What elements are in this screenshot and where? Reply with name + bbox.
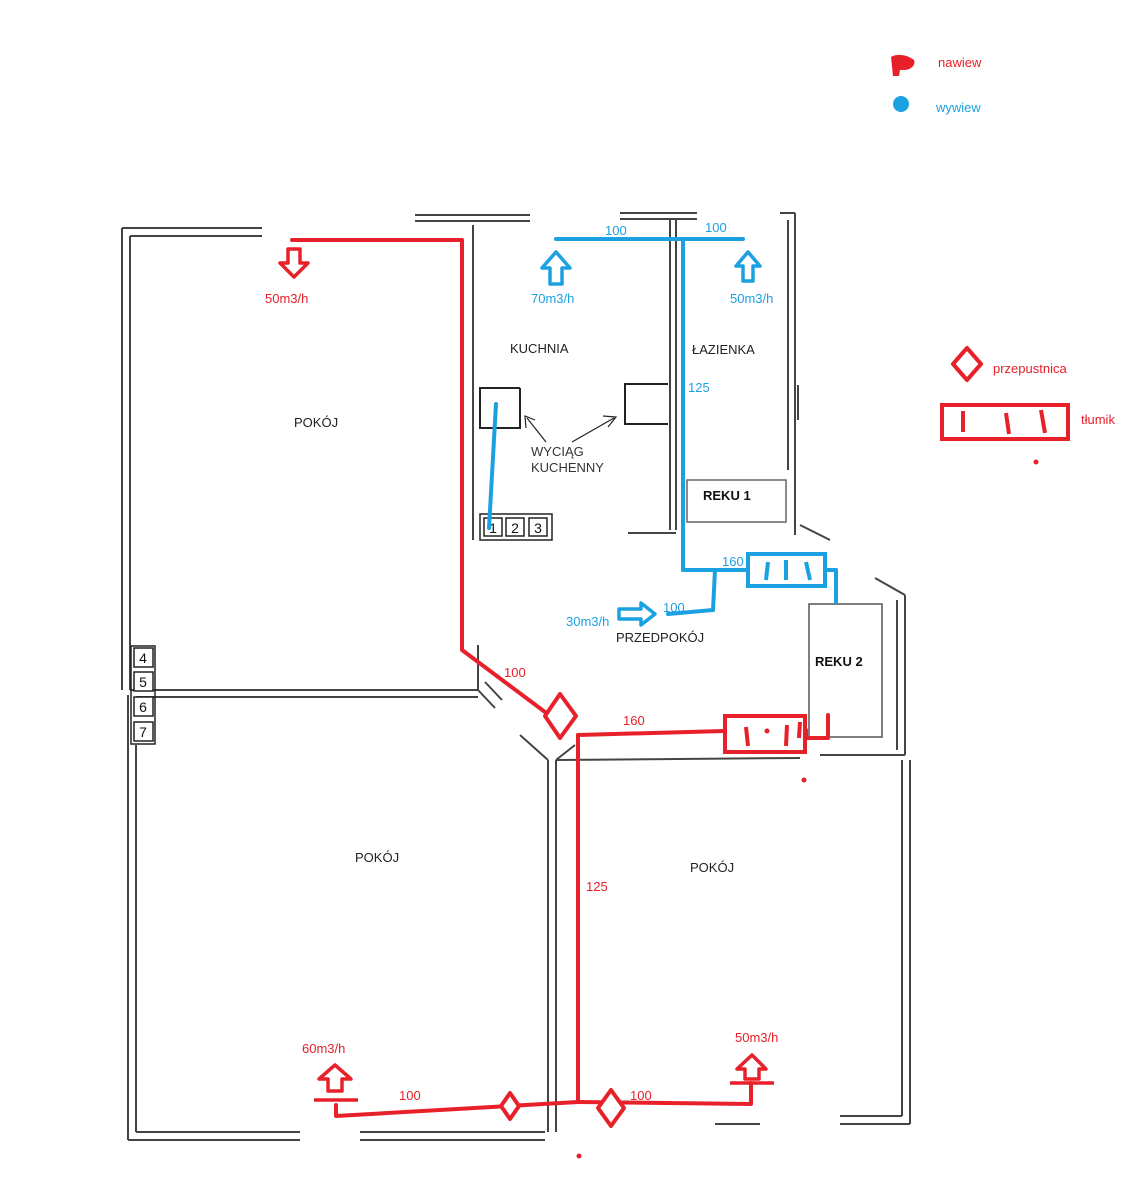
exhaust-duct-hallway: 100 xyxy=(663,600,685,615)
red-dots xyxy=(576,459,1039,1159)
room-label-kitchen: KUCHNIA xyxy=(510,341,569,356)
shaft-4 xyxy=(133,647,154,668)
room-label-hallway: PRZEDPOKÓJ xyxy=(616,630,704,645)
supply-arrow-top-left-icon xyxy=(278,247,310,279)
damper-legend-label: przepustnica xyxy=(993,361,1067,376)
exhaust-ducts xyxy=(487,237,838,616)
shaft-blocks xyxy=(130,513,553,745)
supply-arrow-bottom-left-icon xyxy=(317,1063,353,1093)
exhaust-duct-kitchen: 100 xyxy=(605,223,627,238)
silencer-legend-icon xyxy=(940,403,1070,441)
exhaust-arrow-bathroom-icon xyxy=(734,250,762,283)
supply-duct-left-branch: 100 xyxy=(399,1088,421,1103)
supply-legend-icon xyxy=(891,54,915,76)
supply-arrow-bottom-right-icon xyxy=(735,1053,768,1081)
supply-silencer xyxy=(723,714,807,754)
shaft-number-labels: 1 2 3 4 5 6 7 xyxy=(139,520,542,740)
shaft-number: 3 xyxy=(534,520,542,536)
damper-right-icon xyxy=(596,1088,626,1128)
exhaust-duct-main: 160 xyxy=(722,554,744,569)
shaft-number: 4 xyxy=(139,650,147,666)
supply-duct-riser: 125 xyxy=(586,879,608,894)
shaft-number: 1 xyxy=(489,520,497,536)
supply-legend-label: nawiew xyxy=(938,55,982,70)
damper-left-icon xyxy=(499,1091,521,1121)
exhaust-labels: 70m3/h 50m3/h 30m3/h 100 100 125 160 100 xyxy=(531,220,773,629)
supply-ducts xyxy=(290,238,830,1118)
supply-flow-bottom-left: 60m3/h xyxy=(302,1041,345,1056)
room-label-top-left: POKÓJ xyxy=(294,415,338,430)
reku-2-label: REKU 2 xyxy=(815,654,863,669)
building-walls xyxy=(121,212,911,1141)
kitchen-hood-label-line2: KUCHENNY xyxy=(531,460,604,475)
supply-duct-diagonal: 100 xyxy=(504,665,526,680)
silencer-legend-label: tłumik xyxy=(1081,412,1115,427)
exhaust-duct-bathroom: 100 xyxy=(705,220,727,235)
exhaust-arrow-hallway-icon xyxy=(617,601,657,627)
supply-arrow-icons xyxy=(278,247,774,1102)
supply-duct-right-branch: 100 xyxy=(630,1088,652,1103)
supply-duct-main: 160 xyxy=(623,713,645,728)
exhaust-legend-label: wywiew xyxy=(935,100,981,115)
shaft-number: 5 xyxy=(139,674,147,690)
shaft-6 xyxy=(133,696,154,717)
legend: nawiew wywiew przepustnica tłumik xyxy=(891,54,1115,441)
kitchen-hood-outlines xyxy=(479,383,668,429)
exhaust-legend-icon xyxy=(893,96,909,112)
room-label-bottom-left: POKÓJ xyxy=(355,850,399,865)
room-label-bathroom: ŁAZIENKA xyxy=(692,342,755,357)
reku-2-unit xyxy=(808,603,883,738)
supply-damper-icons xyxy=(499,692,626,1128)
damper-main-icon xyxy=(543,692,578,740)
room-label-bottom-right: POKÓJ xyxy=(690,860,734,875)
shaft-3 xyxy=(528,517,548,537)
shaft-2 xyxy=(505,517,525,537)
exhaust-flow-bathroom: 50m3/h xyxy=(730,291,773,306)
shaft-number: 2 xyxy=(511,520,519,536)
hood-pointer-arrows xyxy=(524,415,618,443)
reku-1-label: REKU 1 xyxy=(703,488,751,503)
supply-flow-top-left: 50m3/h xyxy=(265,291,308,306)
exhaust-arrow-kitchen-icon xyxy=(540,250,572,286)
exhaust-silencer xyxy=(746,552,827,588)
shaft-7 xyxy=(133,721,154,742)
supply-flow-bottom-right: 50m3/h xyxy=(735,1030,778,1045)
damper-legend-icon xyxy=(951,346,983,382)
exhaust-duct-riser: 125 xyxy=(688,380,710,395)
exhaust-flow-kitchen: 70m3/h xyxy=(531,291,574,306)
room-labels: POKÓJ KUCHNIA ŁAZIENKA PRZEDPOKÓJ POKÓJ … xyxy=(294,341,755,875)
shaft-number: 7 xyxy=(139,724,147,740)
supply-labels: 50m3/h 60m3/h 50m3/h 100 160 125 100 100 xyxy=(265,291,778,1103)
shaft-number: 6 xyxy=(139,699,147,715)
reku-1-unit xyxy=(686,479,787,523)
kitchen-hood-label-line1: WYCIĄG xyxy=(531,444,584,459)
exhaust-arrow-icons xyxy=(540,250,762,627)
shaft-5 xyxy=(133,671,154,692)
exhaust-flow-hallway: 30m3/h xyxy=(566,614,609,629)
